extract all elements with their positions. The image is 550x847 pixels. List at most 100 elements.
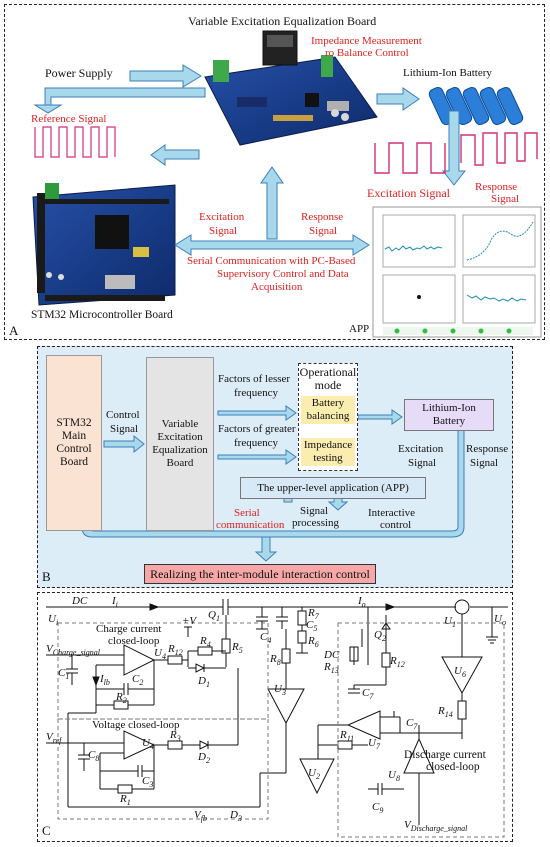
r1-label: R1 — [120, 793, 131, 808]
impedance-line-2: testing — [313, 452, 343, 464]
lesser-freq-label-2: frequency — [234, 387, 278, 399]
u4-top-label: U4 — [154, 647, 166, 662]
u2-label: U2 — [308, 767, 320, 782]
battery-label: Lithium-Ion Battery — [403, 67, 492, 79]
stm32-line-2: Main — [61, 430, 87, 442]
signal-processing-label-1: Signal — [300, 505, 329, 517]
vplus-label: +V — [182, 615, 197, 627]
veeb-line-1: Variable — [161, 418, 199, 430]
vref-label: Vref — [46, 731, 62, 746]
ui-label: Ui — [48, 613, 59, 628]
d2-label: D2 — [198, 751, 210, 766]
u8-label: U8 — [388, 769, 400, 784]
greater-freq-label-2: frequency — [234, 437, 278, 449]
interactive-control-label-2: control — [380, 519, 412, 531]
serial-label-2: Supervisory Control and Data — [217, 268, 349, 280]
serial-comm-label-2: communication — [216, 519, 285, 531]
battery-cells-image — [428, 86, 524, 126]
r13-label: R13 — [324, 661, 339, 676]
v-discharge-label: VDischarge_signal — [404, 819, 468, 834]
r5-label: R5 — [232, 641, 243, 656]
veeb-box: Variable Excitation Equalization Board — [146, 357, 214, 531]
r6-label: R6 — [308, 635, 319, 650]
c9-label: C9 — [372, 801, 384, 816]
battery-line-1: Lithium-Ion — [422, 402, 476, 414]
panel-c: DC Ui Ii Q1 +V Charge current closed-loo… — [37, 592, 513, 842]
lesser-freq-label-1: Factors of lesser — [218, 373, 291, 385]
c4-label: C4 — [260, 631, 272, 646]
excitation-signal-label-2: Signal — [408, 457, 437, 469]
response-signal-label-1: Response — [466, 443, 509, 455]
uo-label: Uo — [494, 613, 506, 628]
excitation-signal-wave — [374, 142, 446, 174]
excitation-signal-label-1: Excitation — [398, 443, 444, 455]
reference-signal-label: Reference Signal — [31, 113, 107, 125]
r12b-label: R12 — [390, 655, 405, 670]
panel-c-letter: C — [42, 823, 51, 838]
greater-freq-label-1: Factors of greater — [218, 423, 296, 435]
excitation-mid-label-2: Signal — [209, 225, 238, 237]
r12a-label: R12 — [168, 643, 183, 658]
c1-label: C1 — [58, 667, 70, 682]
c8-label: C8 — [88, 749, 100, 764]
r11-label: R11 — [340, 729, 355, 744]
impedance-label-1: Impedance Measurement — [311, 35, 422, 47]
c3-label: C3 — [142, 775, 154, 790]
c2-label: C2 — [132, 673, 144, 688]
v-charge-label: VCharge_signal — [46, 643, 100, 658]
app-label: APP — [349, 323, 370, 335]
r4-label: R4 — [200, 635, 211, 650]
charge-loop-label-2: closed-loop — [108, 635, 160, 647]
dc2-label: DC — [324, 649, 340, 661]
app-screenshot — [372, 206, 542, 338]
dc-label: DC — [72, 595, 88, 607]
voltage-loop-label: Voltage closed-loop — [92, 719, 180, 731]
panel-b-connectors — [74, 405, 465, 562]
r7-label: R7 — [308, 607, 319, 622]
c7-label: C7 — [362, 687, 374, 702]
q1-label: Q1 — [208, 609, 220, 624]
discharge-loop-label-1: Discharge current — [404, 749, 486, 761]
stm32-line-1: STM32 — [56, 417, 92, 429]
panel-a-title: Variable Excitation Equalization Board — [188, 14, 377, 28]
equalization-board-image — [204, 30, 378, 146]
r8-label: R8 — [270, 653, 281, 668]
u3-label: U3 — [274, 683, 286, 698]
response-signal-wave — [460, 132, 538, 166]
r3-label: R3 — [170, 729, 181, 744]
c5-label: C5 — [306, 619, 318, 634]
flow-arrows — [33, 64, 467, 256]
stm32-line-4: Board — [59, 456, 89, 468]
ii-label: Ii — [112, 595, 118, 610]
excitation-signal-top-label: Excitation Signal — [367, 186, 450, 200]
circuit-schematic — [46, 599, 508, 838]
app-box: The upper-level application (APP) — [240, 477, 426, 499]
balancing-line-2: balancing — [306, 410, 350, 422]
panel-b-letter: B — [42, 569, 51, 584]
response-mid-label-1: Response — [301, 211, 344, 223]
response-signal-top-label-1: Response — [475, 181, 518, 193]
response-signal-top-label-2: Signal — [491, 193, 520, 205]
d3-label: D3 — [230, 809, 242, 824]
serial-label-1: Serial Communication with PC-Based — [187, 255, 356, 267]
power-supply-label: Power Supply — [45, 66, 113, 80]
serial-label-3: Acquisition — [251, 281, 303, 293]
stm32-board-label: STM32 Microcontroller Board — [31, 309, 173, 321]
vfb-label: Vfb — [194, 809, 207, 824]
reference-signal-wave — [34, 126, 116, 158]
r2-label: R2 — [116, 691, 127, 706]
interaction-bar: Realizing the inter-module interaction c… — [144, 564, 376, 584]
op-mode-line-2: mode — [314, 378, 342, 392]
response-signal-label-2: Signal — [470, 457, 499, 469]
stm32-line-3: Control — [56, 443, 92, 455]
panel-a-letter: A — [9, 323, 19, 338]
panel-a-graphics — [32, 30, 542, 338]
panel-b: STM32 Main Control Board Control Signal … — [37, 346, 513, 588]
u6-label: U6 — [454, 665, 466, 680]
q2-label: Q2 — [374, 629, 386, 644]
op-mode-line-1: Operational — [299, 365, 357, 379]
